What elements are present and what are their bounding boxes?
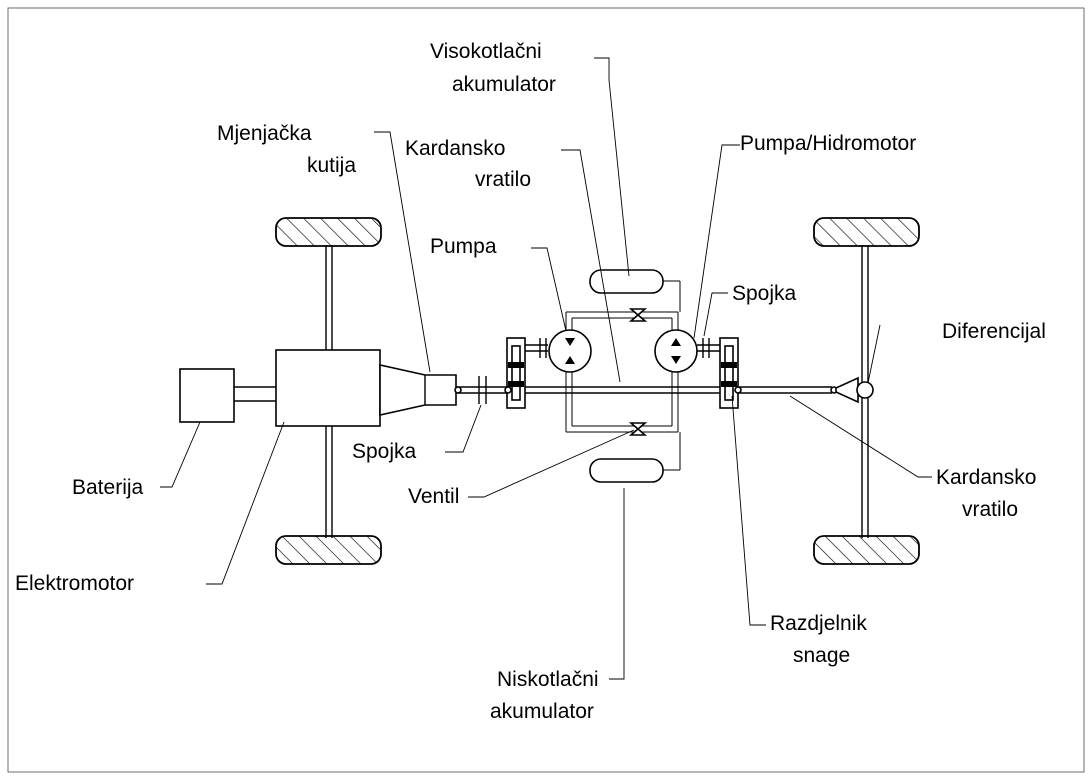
valve-top (628, 308, 648, 322)
label-baterija: Baterija (72, 476, 144, 499)
label-spojka-left: Spojka (352, 440, 417, 463)
label-visokotlacni-1: Visokotlačni (430, 40, 542, 63)
labels: Visokotlačni akumulator Mjenjačka kutija… (15, 40, 1046, 723)
label-ventil: Ventil (408, 485, 459, 508)
pump-hydromotor (654, 329, 698, 373)
label-mjenjacka-2: kutija (307, 154, 356, 177)
label-kardansko-right-1: Kardansko (936, 466, 1036, 489)
front-left-wheel-bottom (275, 535, 382, 565)
label-visokotlacni-2: akumulator (452, 73, 556, 96)
battery-box (179, 368, 235, 423)
right-transfer-box (697, 337, 742, 409)
leader-lines (160, 57, 932, 680)
label-elektromotor: Elektromotor (15, 572, 134, 595)
label-kardansko-right-2: vratilo (962, 498, 1018, 521)
label-razdjelnik-2: snage (793, 644, 850, 667)
main-cardan-shaft (454, 386, 720, 394)
diagram-frame (7, 7, 1085, 773)
rear-wheel-bottom (813, 535, 920, 565)
rear-wheel-top (813, 217, 920, 247)
front-left-wheel-top (275, 217, 382, 247)
label-razdjelnik-1: Razdjelnik (770, 612, 867, 635)
electric-motor (275, 349, 381, 427)
label-niskotlacni-2: akumulator (490, 700, 594, 723)
front-axle (325, 245, 333, 538)
label-kardansko-top-1: Kardansko (405, 137, 505, 160)
differential (835, 376, 874, 404)
label-niskotlacni-1: Niskotlačni (497, 668, 599, 691)
label-diferencijal: Diferencijal (942, 320, 1046, 343)
pump (548, 329, 592, 373)
high-pressure-accumulator (589, 269, 664, 294)
label-pumpa: Pumpa (430, 235, 497, 258)
label-pumpa-hidromotor: Pumpa/Hidromotor (740, 132, 916, 155)
battery-motor-link (234, 386, 276, 402)
clutch-left (478, 376, 487, 404)
low-pressure-accumulator (589, 458, 664, 483)
valve-bottom (628, 422, 648, 436)
label-kardansko-top-2: vratilo (475, 168, 531, 191)
label-mjenjacka-1: Mjenjačka (217, 122, 312, 145)
label-spojka-right: Spojka (732, 282, 797, 305)
left-transfer-box (504, 337, 548, 409)
hydraulic-circuit (565, 280, 681, 471)
